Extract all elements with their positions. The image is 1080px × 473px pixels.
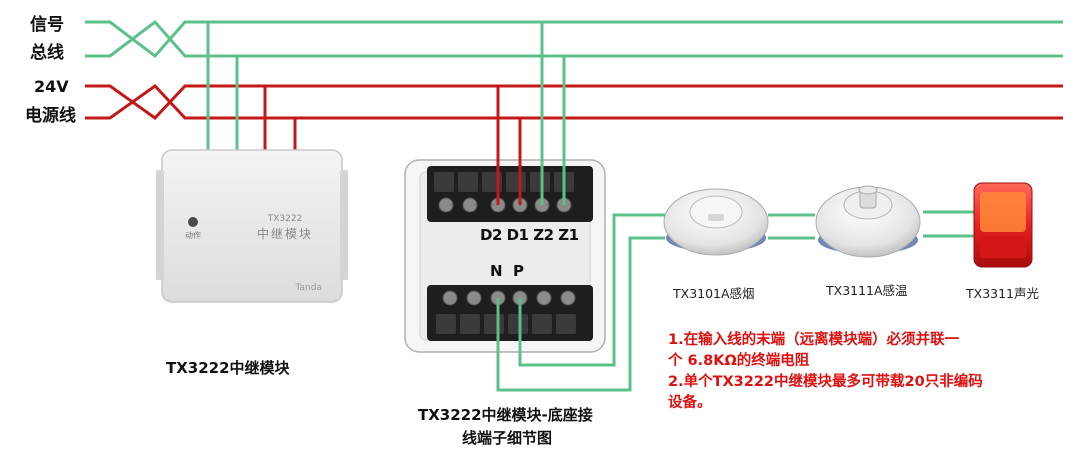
note-line-4: 设备。 (668, 395, 712, 411)
module-model-text: TX3222 (267, 214, 303, 224)
signal-bus-label-2: 总线 (30, 43, 64, 63)
note-line-2: 个 6.8KΩ的终端电阻 (668, 353, 810, 369)
power-bus (85, 84, 1063, 120)
power-bus-label-1: 24V (34, 77, 69, 96)
module-indicator-label: 动作 (185, 230, 201, 240)
note-line-1: 1.在输入线的末端（远离模块端）必须并联一 (668, 332, 960, 348)
signal-bus (85, 19, 1063, 59)
module-drops (206, 22, 297, 158)
audible-visual-alarm (973, 182, 1033, 268)
relay-module: 动作 TX3222 中继模块 Tanda (156, 149, 348, 303)
smoke-detector (663, 188, 769, 256)
terminal-base-caption-1: TX3222中继模块-底座接 (418, 406, 593, 424)
relay-module-caption: TX3222中继模块 (166, 359, 290, 377)
wiring-notes: 1.在输入线的末端（远离模块端）必须并联一 个 6.8KΩ的终端电阻 2.单个T… (668, 330, 983, 414)
top-terminal-labels: D2 D1 Z2 Z1 (480, 226, 579, 244)
terminal-drops (496, 22, 566, 205)
module-name-text: 中继模块 (257, 226, 313, 241)
brand-logo: Tanda (295, 283, 322, 293)
alarm-label: TX3311声光 (966, 286, 1040, 301)
heat-detector (815, 185, 921, 258)
signal-bus-label-1: 信号 (30, 15, 64, 35)
indicator-led (188, 217, 198, 227)
heat-detector-label: TX3111A感温 (826, 283, 908, 298)
terminal-base: D2 D1 Z2 Z1 N P (404, 159, 606, 353)
note-line-3: 2.单个TX3222中继模块最多可带载20只非编码 (668, 374, 983, 390)
terminal-base-caption-2: 线端子细节图 (462, 429, 553, 447)
bottom-terminal-labels: N P (490, 262, 524, 280)
smoke-detector-label: TX3101A感烟 (673, 286, 755, 301)
power-bus-label-2: 电源线 (25, 106, 76, 126)
output-loop (496, 210, 975, 392)
